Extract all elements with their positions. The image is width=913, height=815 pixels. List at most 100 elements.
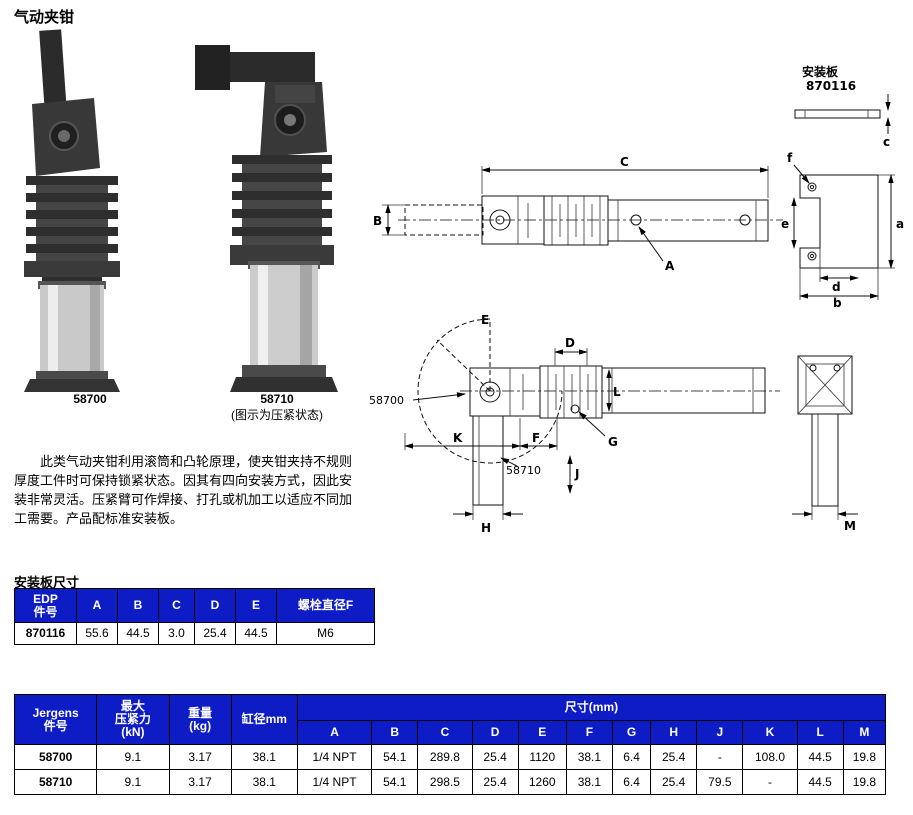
table-cell: 289.8 — [417, 744, 473, 770]
spec-header-row-2: A B C D E F G H J K L M — [15, 720, 887, 745]
technical-drawing-bottom: E 58700 58710 D L G K F J H — [369, 313, 858, 535]
dim-col-F: F — [565, 720, 613, 745]
dim-label-E: E — [481, 313, 489, 327]
table-cell: 19.8 — [842, 744, 887, 770]
dim-col-D: D — [471, 720, 519, 745]
dim-label-G: G — [608, 435, 618, 449]
table-cell: M6 — [276, 622, 375, 645]
table-cell: 1/4 NPT — [296, 744, 373, 770]
table-cell: 108.0 — [742, 744, 798, 770]
dim-label-M: M — [844, 519, 856, 533]
table-cell: 25.4 — [471, 769, 519, 795]
dim-col-J: J — [696, 720, 744, 745]
photo-caption-58700: 58700 — [73, 392, 107, 406]
dim-col-K: K — [742, 720, 798, 745]
spec-row-58710: 58710 9.1 3.17 38.1 1/4 NPT 54.1 298.5 2… — [13, 769, 887, 795]
table-cell: 55.6 — [76, 622, 118, 645]
table-cell: 6.4 — [611, 769, 652, 795]
dim-label-d: d — [832, 280, 841, 294]
dim-col-H: H — [650, 720, 698, 745]
dim-label-c: c — [883, 135, 890, 149]
dim-label-e: e — [781, 217, 789, 231]
col-header-jergens: Jergens 件号 — [13, 694, 98, 745]
dim-label-L: L — [613, 385, 621, 399]
dim-label-A: A — [665, 259, 675, 273]
product-photo-58710 — [195, 45, 338, 392]
clamp-head — [260, 82, 327, 157]
table-cell: 1260 — [517, 769, 567, 795]
dim-col-C: C — [417, 720, 473, 745]
plate-title: 安装板 — [802, 64, 839, 79]
table-cell: 79.5 — [696, 769, 744, 795]
spec-row-58700: 58700 9.1 3.17 38.1 1/4 NPT 54.1 289.8 2… — [13, 744, 887, 770]
table-cell: 3.17 — [168, 769, 232, 795]
plate-table-title: 安装板尺寸 — [14, 575, 80, 590]
cylinder — [24, 281, 120, 392]
dim-label-F: F — [532, 431, 540, 445]
clamp-head — [32, 98, 100, 176]
col-header-a: A — [76, 588, 118, 623]
dim-col-G: G — [611, 720, 652, 745]
photo-caption-note: (图示为压紧状态) — [231, 408, 323, 422]
cylinder — [230, 261, 338, 392]
dim-label-C: C — [620, 155, 629, 169]
table-cell: - — [696, 744, 744, 770]
table-cell: 44.5 — [235, 622, 277, 645]
col-header-b: B — [117, 588, 159, 623]
table-cell: 25.4 — [650, 744, 698, 770]
table-cell: 38.1 — [565, 744, 613, 770]
col-header-bore: 缸径mm — [230, 694, 298, 745]
plate-table-header-row: EDP 件号 A B C D E 螺栓直径F — [14, 588, 375, 623]
dim-col-A: A — [296, 720, 373, 745]
product-description: 此类气动夹钳利用滚筒和凸轮原理，使夹钳夹持不规则厚度工件时可保持锁紧状态。因其有… — [14, 454, 353, 526]
table-cell: 25.4 — [650, 769, 698, 795]
table-cell: 3.17 — [168, 744, 232, 770]
clamp-arm — [39, 29, 67, 113]
table-cell: 54.1 — [371, 744, 419, 770]
table-cell: 1/4 NPT — [296, 769, 373, 795]
model-label-58710: 58710 — [506, 464, 541, 477]
dim-label-B: B — [373, 214, 382, 228]
dim-col-B: B — [371, 720, 419, 745]
col-header-weight: 重量 (kg) — [168, 694, 232, 745]
table-cell: 44.5 — [796, 744, 844, 770]
plate-dimensions-table: EDP 件号 A B C D E 螺栓直径F 870116 55.6 44.5 … — [14, 588, 375, 645]
table-cell: 38.1 — [230, 769, 298, 795]
col-header-c: C — [158, 588, 195, 623]
col-header-d: D — [194, 588, 236, 623]
dim-col-L: L — [796, 720, 844, 745]
table-cell: 1120 — [517, 744, 567, 770]
table-cell: 3.0 — [158, 622, 195, 645]
table-cell: 9.1 — [96, 744, 170, 770]
spec-header-row-1: Jergens 件号 最大 压紧力 (kN) 重量 (kg) 缸径mm 尺寸(m… — [13, 694, 887, 745]
clamp-body-fins — [24, 176, 120, 285]
page-title: 气动夹钳 — [14, 9, 75, 26]
table-cell: 54.1 — [371, 769, 419, 795]
table-cell: 25.4 — [471, 744, 519, 770]
col-header-bolt-dia: 螺栓直径F — [276, 588, 375, 623]
dim-label-H: H — [481, 521, 491, 535]
dim-label-J: J — [574, 467, 579, 481]
dim-label-K: K — [453, 431, 463, 445]
plate-part-number-label: 870116 — [806, 79, 856, 93]
specifications-table: Jergens 件号 最大 压紧力 (kN) 重量 (kg) 缸径mm 尺寸(m… — [13, 694, 887, 795]
table-cell: 9.1 — [96, 769, 170, 795]
clamp-body-fins — [230, 155, 334, 265]
col-header-e: E — [235, 588, 277, 623]
table-cell: 6.4 — [611, 744, 652, 770]
col-header-edp: EDP 件号 — [14, 588, 77, 623]
part-number: 58700 — [13, 744, 98, 770]
model-label-58700: 58700 — [369, 394, 404, 407]
dim-label-D: D — [565, 336, 575, 350]
col-header-clamp-force: 最大 压紧力 (kN) — [96, 694, 170, 745]
product-photo-58700 — [24, 29, 120, 392]
table-cell: 25.4 — [194, 622, 236, 645]
table-cell: - — [742, 769, 798, 795]
table-cell: 44.5 — [117, 622, 159, 645]
clamp-arm — [195, 45, 315, 90]
table-cell: 44.5 — [796, 769, 844, 795]
photo-caption-58710: 58710 — [260, 392, 294, 406]
table-cell: 298.5 — [417, 769, 473, 795]
table-cell: 38.1 — [565, 769, 613, 795]
